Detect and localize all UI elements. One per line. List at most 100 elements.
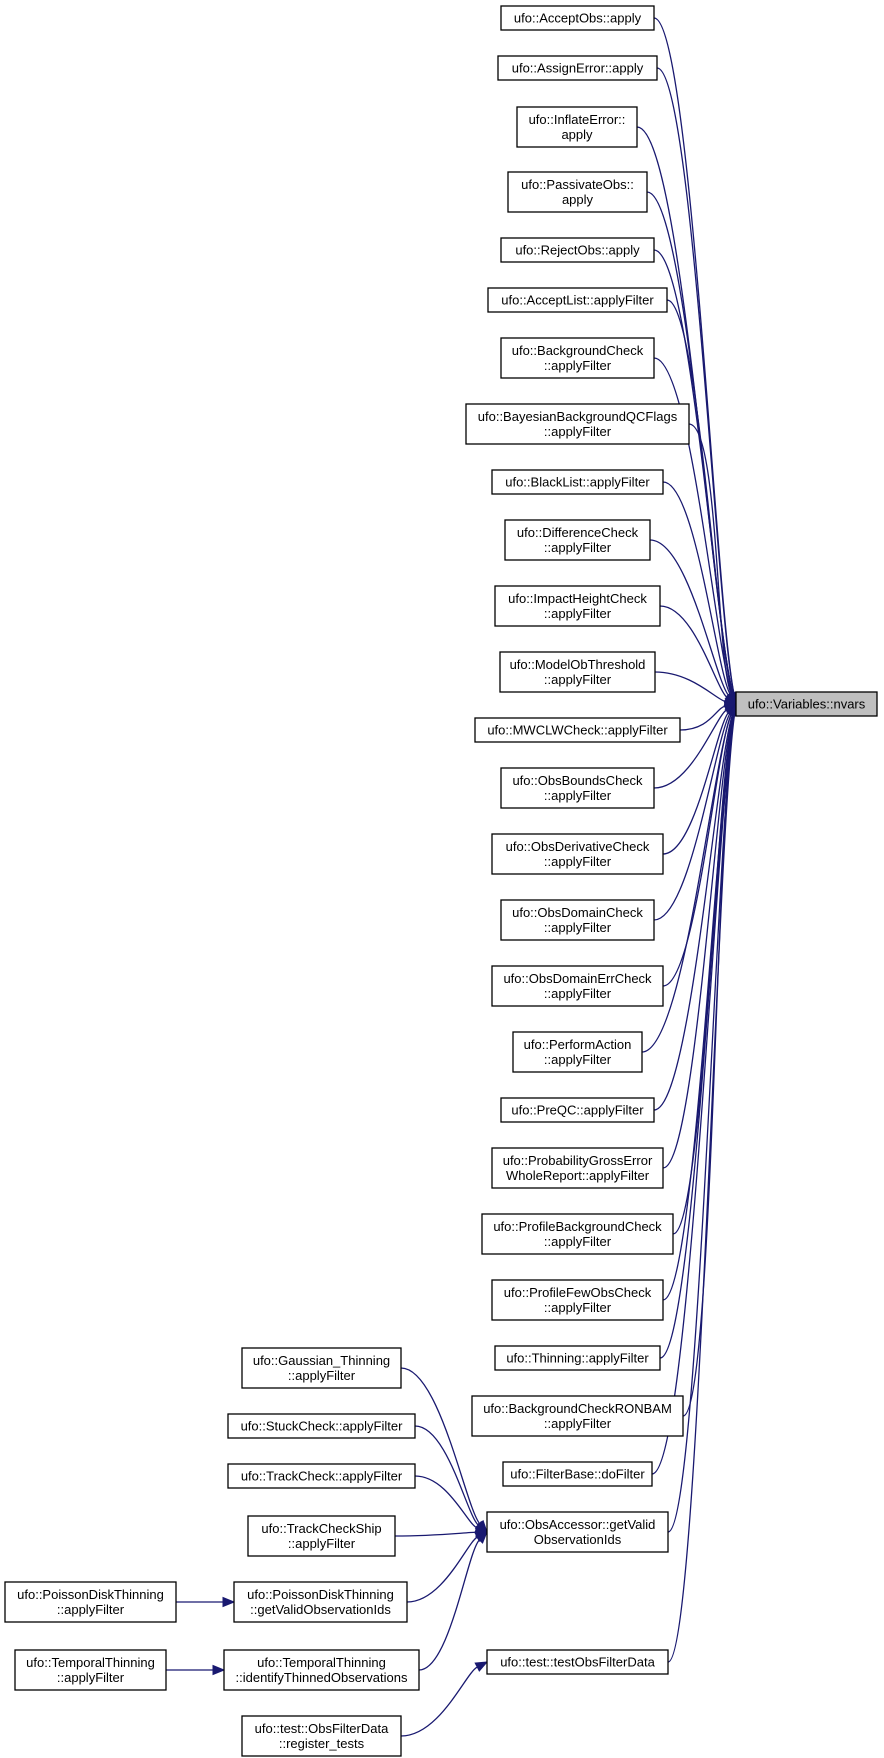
node-box	[512, 1031, 643, 1073]
node-nvars[interactable]: ufo::Variables::nvars	[735, 691, 878, 717]
edge-line	[667, 714, 736, 1663]
node-label: ::applyFilter	[544, 1416, 612, 1431]
edge-trackcheck-applyfilter-to-obsaccessor-getvalidobservationids	[414, 1475, 489, 1533]
node-box	[494, 1345, 661, 1371]
node-label: ufo::PassivateObs::	[521, 177, 634, 192]
node-box	[474, 717, 681, 743]
node-impactheightcheck-applyfilter[interactable]: ufo::ImpactHeightCheck::applyFilter	[494, 585, 661, 627]
node-probabilitygrosserror-applyfilter[interactable]: ufo::ProbabilityGrossErrorWholeReport::a…	[491, 1147, 664, 1189]
node-preqc-applyfilter[interactable]: ufo::PreQC::applyFilter	[500, 1097, 655, 1123]
node-obsfilterdata-register-tests[interactable]: ufo::test::ObsFilterData::register_tests	[241, 1715, 402, 1757]
node-profilefewobscheck-applyfilter[interactable]: ufo::ProfileFewObsCheck::applyFilter	[491, 1279, 664, 1321]
node-bayesianbackgroundqcflags-applyfilter[interactable]: ufo::BayesianBackgroundQCFlags::applyFil…	[465, 403, 690, 445]
node-modelobthreshold-applyfilter[interactable]: ufo::ModelObThreshold::applyFilter	[499, 651, 656, 693]
node-box	[486, 1649, 669, 1675]
node-blacklist-applyfilter[interactable]: ufo::BlackList::applyFilter	[491, 469, 664, 495]
edge-arrowhead	[222, 1596, 236, 1608]
node-label: ::register_tests	[279, 1736, 365, 1751]
node-obsderivativecheck-applyfilter[interactable]: ufo::ObsDerivativeCheck::applyFilter	[491, 833, 664, 875]
node-trackcheck-applyfilter[interactable]: ufo::TrackCheck::applyFilter	[227, 1463, 416, 1489]
nodes-layer: ufo::Variables::nvars ufo::AcceptObs::app…	[4, 5, 878, 1757]
node-label: ::applyFilter	[288, 1536, 356, 1551]
node-box	[233, 1581, 408, 1623]
node-backgroundcheckronbam-applyfilter[interactable]: ufo::BackgroundCheckRONBAM::applyFilter	[471, 1395, 684, 1437]
node-thinning-applyfilter[interactable]: ufo::Thinning::applyFilter	[494, 1345, 661, 1371]
node-box	[499, 651, 656, 693]
node-backgroundcheck-applyfilter[interactable]: ufo::BackgroundCheck::applyFilter	[500, 337, 655, 379]
node-label: ufo::Gaussian_Thinning	[253, 1353, 390, 1368]
node-label: ufo::ProfileBackgroundCheck	[493, 1219, 662, 1234]
node-assignerror-apply[interactable]: ufo::AssignError::apply	[497, 55, 658, 81]
node-label: ::applyFilter	[544, 606, 612, 621]
node-obsboundscheck-applyfilter[interactable]: ufo::ObsBoundsCheck::applyFilter	[500, 767, 655, 809]
node-label: ufo::AcceptObs::apply	[514, 11, 642, 26]
node-testobsfilterdata[interactable]: ufo::test::testObsFilterData	[486, 1649, 669, 1675]
edge-obsfilterdata-register-tests-to-testobsfilterdata	[400, 1661, 489, 1737]
node-passivateobs-apply[interactable]: ufo::PassivateObs::apply	[507, 171, 648, 213]
node-box	[494, 585, 661, 627]
node-box	[491, 965, 664, 1007]
node-label: ufo::test::testObsFilterData	[500, 1655, 655, 1670]
node-label: ufo::ObsDomainErrCheck	[503, 971, 652, 986]
node-trackcheckship-applyfilter[interactable]: ufo::TrackCheckShip::applyFilter	[247, 1515, 396, 1557]
node-label: ::applyFilter	[544, 1234, 612, 1249]
node-differencecheck-applyfilter[interactable]: ufo::DifferenceCheck::applyFilter	[504, 519, 651, 561]
node-profilebackgroundcheck-applyfilter[interactable]: ufo::ProfileBackgroundCheck::applyFilter	[481, 1213, 674, 1255]
node-box	[735, 691, 878, 717]
node-label: ::applyFilter	[57, 1602, 125, 1617]
edge-line	[394, 1531, 477, 1537]
node-label: ufo::BackgroundCheck	[512, 343, 644, 358]
node-rejectobs-apply[interactable]: ufo::RejectObs::apply	[500, 237, 655, 263]
edge-line	[653, 709, 728, 789]
node-label: ufo::BayesianBackgroundQCFlags	[478, 409, 678, 424]
node-obsdomainerrcheck-applyfilter[interactable]: ufo::ObsDomainErrCheck::applyFilter	[491, 965, 664, 1007]
node-label: ObservationIds	[534, 1532, 622, 1547]
node-gaussian-thinning-applyfilter[interactable]: ufo::Gaussian_Thinning::applyFilter	[241, 1347, 402, 1389]
node-label: ufo::AcceptList::applyFilter	[501, 293, 654, 308]
node-box	[500, 767, 655, 809]
edge-line	[662, 481, 731, 695]
node-acceptlist-applyfilter[interactable]: ufo::AcceptList::applyFilter	[487, 287, 668, 313]
edge-line	[414, 1425, 479, 1526]
node-label: ::applyFilter	[544, 672, 612, 687]
node-label: ufo::PreQC::applyFilter	[511, 1103, 644, 1118]
node-box	[247, 1515, 396, 1557]
node-label: ufo::InflateError::	[529, 112, 626, 127]
node-poissondiskthinning-applyfilter[interactable]: ufo::PoissonDiskThinning::applyFilter	[4, 1581, 177, 1623]
node-acceptobs-apply[interactable]: ufo::AcceptObs::apply	[500, 5, 655, 31]
edge-line	[666, 299, 734, 694]
node-box	[223, 1649, 420, 1691]
node-label: ::applyFilter	[544, 920, 612, 935]
node-mwclwcheck-applyfilter[interactable]: ufo::MWCLWCheck::applyFilter	[474, 717, 681, 743]
node-label: ufo::MWCLWCheck::applyFilter	[487, 723, 668, 738]
edge-line	[662, 711, 730, 855]
node-obsaccessor-getvalidobservationids[interactable]: ufo::ObsAccessor::getValidObservationIds	[486, 1511, 669, 1553]
node-label: ::identifyThinnedObservations	[236, 1670, 408, 1685]
node-stuckcheck-applyfilter[interactable]: ufo::StuckCheck::applyFilter	[227, 1413, 416, 1439]
edge-line	[656, 67, 735, 694]
node-filterbase-dofilter[interactable]: ufo::FilterBase::doFilter	[502, 1461, 653, 1487]
node-label: ufo::FilterBase::doFilter	[510, 1467, 645, 1482]
node-label: ufo::ImpactHeightCheck	[508, 591, 647, 606]
node-box	[227, 1463, 416, 1489]
edge-line	[653, 712, 731, 921]
edge-blacklist-applyfilter-to-nvars	[662, 481, 737, 706]
node-label: ::applyFilter	[544, 788, 612, 803]
edge-testobsfilterdata-to-nvars	[667, 702, 740, 1663]
node-temporalthinning-applyfilter[interactable]: ufo::TemporalThinning::applyFilter	[14, 1649, 167, 1691]
node-label: ufo::PoissonDiskThinning	[17, 1587, 164, 1602]
node-label: ufo::BackgroundCheckRONBAM	[483, 1401, 672, 1416]
node-label: ufo::ModelObThreshold	[510, 657, 646, 672]
node-temporalthinning-identifythinnedobservations[interactable]: ufo::TemporalThinning::identifyThinnedOb…	[223, 1649, 420, 1691]
node-performaction-applyfilter[interactable]: ufo::PerformAction::applyFilter	[512, 1031, 643, 1073]
node-box	[491, 469, 664, 495]
edge-line	[688, 423, 732, 695]
node-poissondiskthinning-getvalidobservationids[interactable]: ufo::PoissonDiskThinning::getValidObserv…	[233, 1581, 408, 1623]
node-obsdomaincheck-applyfilter[interactable]: ufo::ObsDomainCheck::applyFilter	[500, 899, 655, 941]
node-inflateerror-apply[interactable]: ufo::InflateError::apply	[516, 106, 638, 148]
edge-line	[406, 1536, 478, 1603]
edge-line	[659, 605, 728, 699]
node-box	[465, 403, 690, 445]
node-label: ufo::StuckCheck::applyFilter	[241, 1419, 404, 1434]
edge-temporalthinning-applyfilter-to-temporalthinning-identifythinnedobservations	[165, 1664, 226, 1676]
